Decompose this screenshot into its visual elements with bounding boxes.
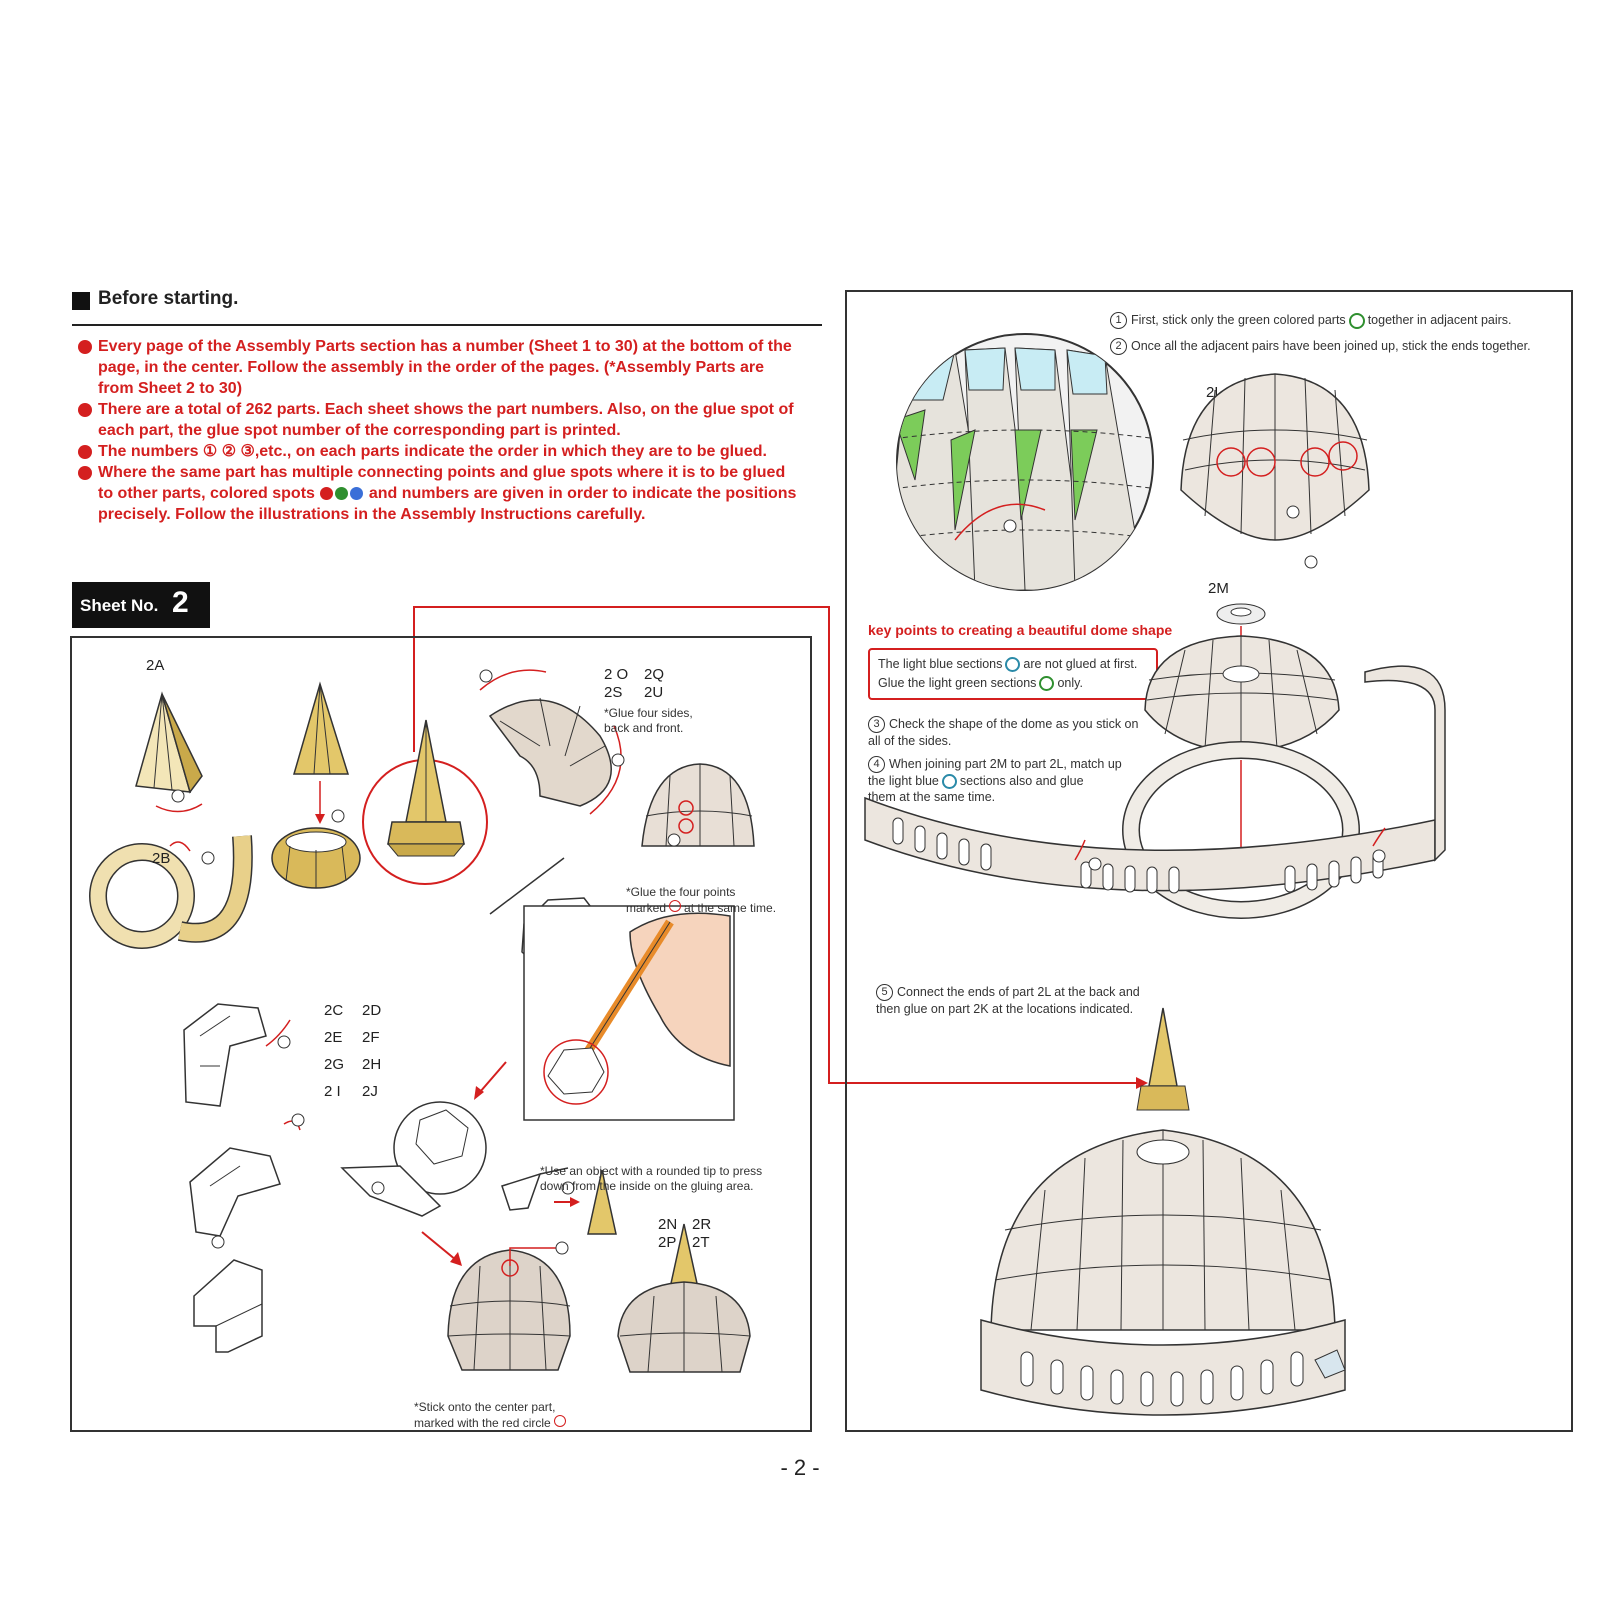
- instruction-notes: Every page of the Assembly Parts section…: [78, 336, 798, 525]
- label-2h: 2H: [362, 1056, 382, 1073]
- red-bullet-icon: [78, 466, 92, 480]
- note-3: The numbers ① ② ③,etc., on each parts in…: [78, 441, 798, 462]
- sheet-number-tab: Sheet No. 2: [72, 582, 210, 628]
- label-2g: 2G: [324, 1056, 345, 1073]
- red-bullet-icon: [78, 445, 92, 459]
- rounded-tip-note: *Use an object with a rounded tip to pre…: [540, 1164, 763, 1193]
- note-1: Every page of the Assembly Parts section…: [78, 336, 798, 399]
- right-panel-illustrations: [864, 333, 1446, 1416]
- light-blue-circle-icon: [1005, 657, 1021, 673]
- label-2m: 2M: [1208, 580, 1229, 597]
- note-4: Where the same part has multiple connect…: [78, 462, 798, 525]
- step-2-icon: 2: [1110, 338, 1127, 356]
- light-blue-circle-icon: [941, 774, 957, 790]
- part-2m-ring-illustration: [1216, 603, 1266, 650]
- right-panel: [845, 290, 1573, 1432]
- label-2o: 2 O: [604, 666, 629, 683]
- label-2d: 2D: [362, 1002, 382, 1019]
- label-2e: 2E: [324, 1029, 343, 1046]
- step-1-icon: 1: [1110, 312, 1127, 330]
- stick-center-note: *Stick onto the center part, marked with…: [414, 1400, 566, 1431]
- part-2a-cone-illustration: [135, 691, 203, 813]
- page-number: - 2 -: [780, 1455, 820, 1480]
- label-2r: 2R: [692, 1216, 712, 1233]
- label-2s: 2S: [604, 684, 623, 701]
- red-circle-icon: [553, 1415, 566, 1427]
- label-2f: 2F: [362, 1029, 380, 1046]
- label-2t: 2T: [692, 1234, 710, 1251]
- bent-tube-parts-illustration: [183, 1003, 305, 1353]
- closed-cone-illustration: [293, 681, 350, 824]
- green-circle-icon: [1039, 676, 1055, 692]
- final-dome-assembly-illustration: [980, 1007, 1346, 1416]
- sheet-2-left-panel: [70, 636, 812, 1432]
- glue-four-sides-note: *Glue four sides, back and front.: [604, 706, 693, 735]
- before-starting-title: Before starting.: [98, 288, 239, 309]
- red-spot-icon: [320, 487, 334, 501]
- label-2i: 2 I: [324, 1083, 341, 1100]
- part-2k-wall-illustration: [864, 665, 1446, 894]
- left-panel-illustrations: [89, 669, 755, 1373]
- cone-base-ring-illustration: [271, 827, 361, 889]
- red-bullet-icon: [78, 340, 92, 354]
- label-2b: 2B: [152, 850, 171, 867]
- label-2a: 2A: [146, 657, 165, 674]
- green-spot-icon: [335, 487, 349, 501]
- dome-with-spire-illustration: [617, 1223, 751, 1373]
- label-2j: 2J: [362, 1083, 378, 1100]
- part-2l-dome-illustration: [1180, 373, 1370, 569]
- part-2b-ring-illustration: [89, 835, 253, 949]
- before-starting-header: Before starting.: [72, 288, 822, 326]
- dome-assembly-illustration: [1122, 635, 1360, 919]
- sphere-piece-illustration: [340, 1101, 487, 1266]
- sheet-number: 2: [172, 586, 189, 619]
- red-circle-icon: [669, 900, 682, 912]
- sheet-label: Sheet No.: [80, 596, 159, 615]
- finished-spire-circle: [362, 719, 488, 885]
- label-2u: 2U: [644, 684, 664, 701]
- black-square-icon: [72, 292, 90, 310]
- blue-spot-icon: [350, 487, 364, 501]
- tip-pieces-illustration: [501, 1167, 617, 1235]
- pressing-hand-inset: [523, 905, 735, 1121]
- green-circle-icon: [1348, 312, 1365, 329]
- part-2o-ring-illustration: [479, 669, 625, 815]
- label-2n: 2N: [658, 1216, 678, 1233]
- small-dome-illustration: [641, 763, 755, 847]
- dome-petals-zoom-illustration: [896, 333, 1154, 591]
- label-2q: 2Q: [644, 666, 665, 683]
- note-2: There are a total of 262 parts. Each she…: [78, 399, 798, 441]
- key-points-title: key points to creating a beautiful dome …: [868, 622, 1173, 638]
- red-bullet-icon: [78, 403, 92, 417]
- label-2p: 2P: [658, 1234, 677, 1251]
- octagonal-dome-illustration: [447, 1241, 571, 1371]
- label-2c: 2C: [324, 1002, 344, 1019]
